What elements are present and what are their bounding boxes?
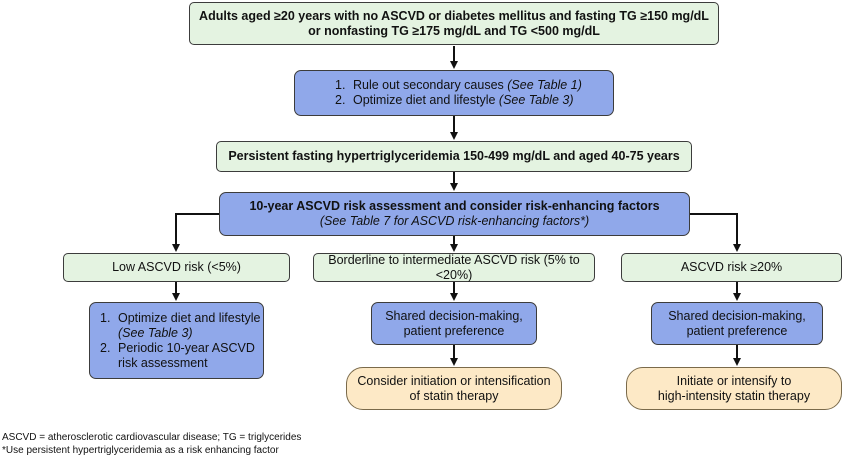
risk-assessment-title: 10-year ASCVD risk assessment and consid…: [249, 199, 660, 213]
low-risk-step-1-ref: (See Table 3): [118, 325, 193, 340]
low-risk-label: Low ASCVD risk (<5%): [112, 260, 241, 274]
footnote-asterisk: *Use persistent hypertriglyceridemia as …: [2, 445, 279, 456]
arrow-box4-to-low: [172, 213, 219, 252]
initial-steps-box: 1.Rule out secondary causes (See Table 1…: [294, 70, 614, 116]
intermediate-outcome-box: Consider initiation or intensification o…: [346, 367, 562, 410]
high-shared-line-2: patient preference: [686, 323, 788, 338]
arrow-box4-to-high: [690, 213, 741, 252]
low-risk-step-1: 1.Optimize diet and lifestyle: [100, 310, 261, 325]
high-shared-decision-box: Shared decision-making, patient preferen…: [651, 302, 823, 345]
intermediate-shared-decision-box: Shared decision-making, patient preferen…: [371, 302, 537, 345]
low-risk-steps-box: 1.Optimize diet and lifestyle (See Table…: [89, 302, 264, 379]
low-risk-step-2: 2.Periodic 10-year ASCVD: [100, 340, 255, 355]
low-risk-step-2-cont: risk assessment: [118, 355, 208, 370]
intermediate-risk-box: Borderline to intermediate ASCVD risk (5…: [313, 253, 595, 282]
initial-step-2: 2.Optimize diet and lifestyle (See Table…: [335, 93, 574, 107]
persistent-htg-text: Persistent fasting hypertriglyceridemia …: [228, 149, 680, 163]
high-risk-box: ASCVD risk ≥20%: [621, 253, 842, 282]
intermediate-shared-line-2: patient preference: [403, 323, 505, 338]
intermediate-shared-line-1: Shared decision-making,: [385, 308, 523, 323]
eligibility-line-2: or nonfasting TG ≥175 mg/dL and TG <500 …: [308, 23, 600, 38]
high-shared-line-1: Shared decision-making,: [668, 308, 806, 323]
eligibility-line-1: Adults aged ≥20 years with no ASCVD or d…: [199, 8, 709, 23]
high-risk-label: ASCVD risk ≥20%: [680, 260, 783, 274]
footnote-abbreviations: ASCVD = atherosclerotic cardiovascular d…: [2, 432, 302, 443]
low-risk-box: Low ASCVD risk (<5%): [63, 253, 290, 282]
risk-assessment-note: (See Table 7 for ASCVD risk-enhancing fa…: [319, 214, 590, 228]
intermediate-outcome-line-2: of statin therapy: [409, 388, 499, 403]
persistent-htg-box: Persistent fasting hypertriglyceridemia …: [216, 141, 692, 172]
eligibility-box: Adults aged ≥20 years with no ASCVD or d…: [189, 2, 719, 45]
intermediate-risk-label: Borderline to intermediate ASCVD risk (5…: [328, 252, 580, 282]
risk-assessment-box: 10-year ASCVD risk assessment and consid…: [219, 192, 690, 236]
intermediate-outcome-line-1: Consider initiation or intensification: [357, 373, 551, 388]
high-outcome-line-1: Initiate or intensify to: [676, 373, 792, 388]
high-outcome-line-2: high-intensity statin therapy: [657, 388, 811, 403]
initial-step-1: 1.Rule out secondary causes (See Table 1…: [335, 78, 582, 92]
high-outcome-box: Initiate or intensify to high-intensity …: [626, 367, 842, 410]
